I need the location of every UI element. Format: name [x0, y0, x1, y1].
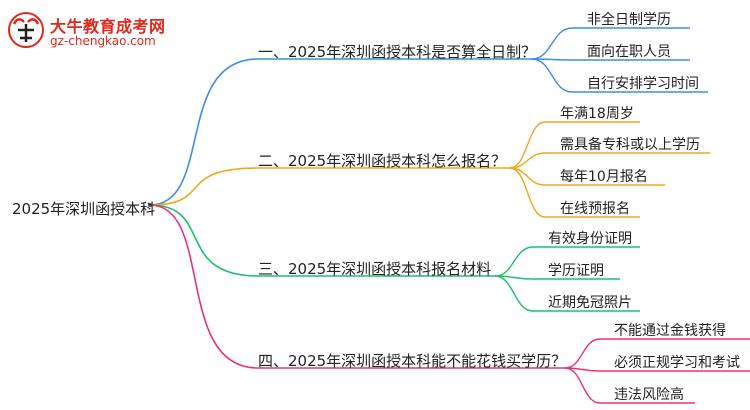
- branch-4-leaf-2: 必须正规学习和考试: [614, 355, 740, 371]
- branch-1-leaf-3: 自行安排学习时间: [587, 76, 699, 92]
- logo-url: gz-chengkao.com: [50, 34, 156, 48]
- branch-3-connector: [149, 204, 259, 277]
- branch-4-leaf-1-connector: [564, 338, 750, 369]
- branch-2-leaf-4: 在线预报名: [560, 201, 630, 217]
- branch-2-leaf-1: 年满18周岁: [560, 106, 634, 122]
- branch-1-connector: [149, 58, 259, 206]
- branch-2-connector: [149, 167, 259, 206]
- branch-1-leaf-2: 面向在职人员: [587, 44, 671, 60]
- branch-2-leaf-3: 每年10月报名: [560, 169, 648, 185]
- logo-title: 大牛教育成考网: [50, 17, 166, 36]
- branch-2-leaf-1-connector: [509, 121, 640, 169]
- branch-2-label: 二、2025年深圳函授本科怎么报名？: [258, 152, 507, 170]
- branch-1-leaf-1-connector: [531, 27, 690, 60]
- branch-3-label: 三、2025年深圳函授本科报名材料: [258, 260, 492, 278]
- root-anchor: [148, 203, 152, 207]
- branch-2-leaf-4-connector: [509, 167, 640, 218]
- branch-4-leaf-3-connector: [564, 367, 695, 404]
- root-node: 2025年深圳函授本科: [12, 200, 156, 218]
- branch-1-leaf-2-connector: [531, 58, 690, 61]
- branch-1-label: 一、2025年深圳函授本科是否算全日制？: [258, 43, 537, 61]
- branch-3-leaf-1-connector: [494, 246, 640, 277]
- branch-3-leaf-3-connector: [494, 275, 640, 312]
- branch-4-label: 四、2025年深圳函授本科能不能花钱买学历？: [258, 352, 567, 370]
- bull-logo-icon: [8, 12, 44, 48]
- branch-2-leaf-2: 需具备专科或以上学历: [560, 137, 700, 153]
- branch-2-leaf-3-connector: [509, 167, 665, 186]
- branch-3-leaf-1: 有效身份证明: [548, 231, 632, 247]
- branch-4-leaf-2-connector: [564, 367, 750, 372]
- branch-4-leaf-3: 违法风险高: [614, 387, 684, 403]
- branch-1-leaf-1: 非全日制学历: [587, 12, 671, 28]
- branch-4-leaf-1: 不能通过金钱获得: [614, 323, 726, 339]
- branch-3-leaf-2: 学历证明: [548, 263, 604, 279]
- branch-1-leaf-3-connector: [531, 58, 708, 93]
- branch-4-connector: [149, 204, 259, 369]
- branch-2-leaf-2-connector: [509, 152, 710, 169]
- branch-3-leaf-2-connector: [494, 275, 620, 280]
- branch-3-leaf-3: 近期免冠照片: [548, 295, 632, 311]
